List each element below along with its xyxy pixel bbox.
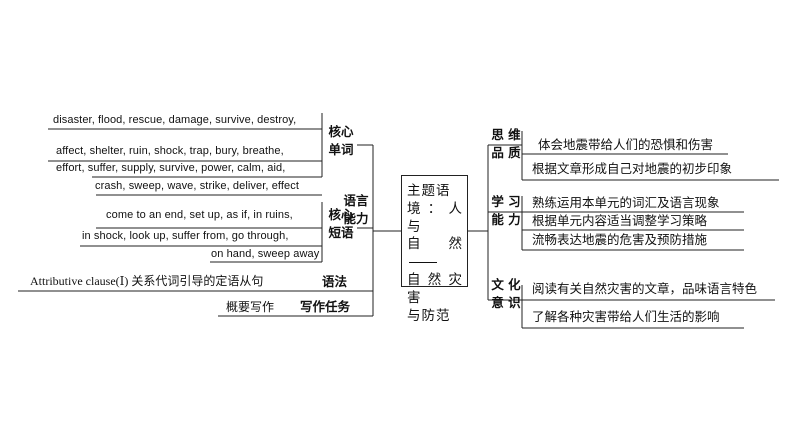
core-words-row-1: disaster, flood, rescue, damage, survive… [53,114,297,126]
center-line-4: 自然灾害 [407,272,463,306]
learning-ability-label: 学 习 能 力 [491,194,521,228]
core-phrases-row-2: in shock, look up, suffer from, go throu… [82,230,289,242]
center-line-5: 与防范 [407,307,451,324]
language-ability-label: 语言 能力 [343,193,369,227]
center-dash [409,261,437,263]
core-words-row-2: affect, shelter, ruin, shock, trap, bury… [56,145,284,157]
thinking-item-2: 根据文章形成自己对地震的初步印象 [532,161,733,176]
grammar-text: Attributive clause(Ⅰ) 关系代词引导的定语从句 [30,274,264,288]
core-words-row-4: crash, sweep, wave, strike, deliver, eff… [95,180,300,192]
core-phrases-label: 核心 短语 [328,207,354,241]
center-line-3: 自然 [407,236,463,272]
center-line-1: 主题语 [407,183,451,199]
learning-item-3: 流畅表达地震的危害及预防措施 [532,232,708,247]
thinking-item-1: 体会地震带给人们的恐惧和伤害 [538,137,714,152]
writing-label: 写作任务 [300,299,351,314]
learning-item-2: 根据单元内容适当调整学习策略 [532,213,708,228]
culture-item-2: 了解各种灾害带给人们生活的影响 [532,309,720,324]
cultural-awareness-label: 文 化 意 识 [491,277,521,311]
grammar-label: 语法 [322,274,348,289]
center-line-2: 境：人与 [407,200,463,235]
learning-item-1: 熟练运用本单元的词汇及语言现象 [532,195,720,210]
center-topic-text: 主题语 境：人与 自然 自然灾害 与防范 [407,183,463,326]
writing-text: 概要写作 [226,300,275,314]
culture-item-1: 阅读有关自然灾害的文章，品味语言特色 [532,281,758,296]
center-topic-box [401,175,468,287]
thinking-quality-label: 思 维 品 质 [491,127,521,161]
core-words-label: 核心 单词 [328,124,354,158]
core-phrases-row-3: on hand, sweep away [211,248,320,260]
core-words-row-3: effort, suffer, supply, survive, power, … [56,162,286,174]
core-phrases-row-1: come to an end, set up, as if, in ruins, [106,209,293,221]
